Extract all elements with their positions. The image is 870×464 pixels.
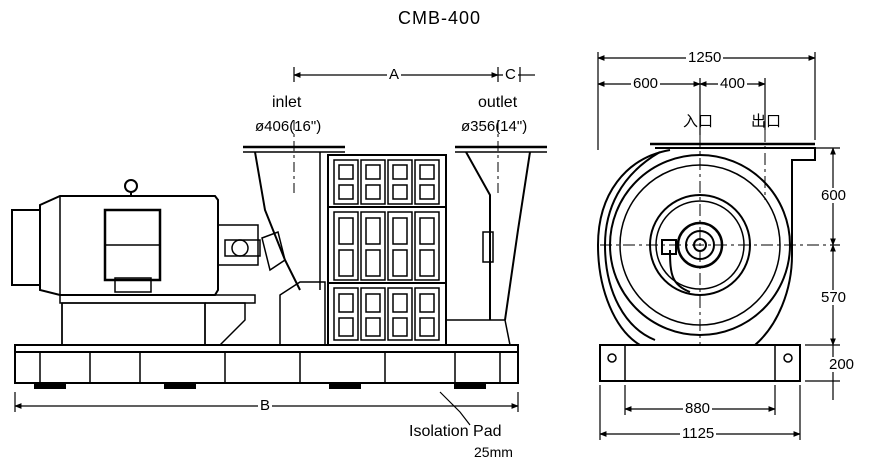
inlet-size-label: ø406(16") bbox=[255, 118, 322, 135]
height-upper-label: 600 bbox=[819, 187, 849, 204]
inlet-cn-label: 入口 bbox=[683, 113, 714, 130]
motor-end-cap bbox=[11, 209, 41, 286]
dim-b-label: B bbox=[258, 397, 273, 414]
width-outlet-label: 400 bbox=[718, 75, 748, 92]
outlet-label: outlet bbox=[478, 94, 518, 111]
drawing-title: CMB-400 bbox=[398, 8, 482, 28]
base-inner-label: 880 bbox=[683, 400, 713, 417]
isolation-pad-label: Isolation Pad bbox=[409, 423, 502, 440]
dim-a-label: A bbox=[387, 66, 402, 83]
fan-housing bbox=[327, 154, 447, 346]
height-lower-label: 570 bbox=[819, 289, 849, 306]
skid-base bbox=[14, 344, 519, 384]
motor-body bbox=[39, 195, 219, 296]
base-outer-label: 1125 bbox=[680, 425, 717, 442]
louver-grid bbox=[333, 159, 440, 341]
height-base-label: 200 bbox=[827, 356, 857, 373]
dim-c-label: C bbox=[503, 66, 518, 83]
inlet-label: inlet bbox=[272, 94, 302, 111]
pad-thickness-label: 25mm bbox=[474, 444, 513, 460]
outlet-size-label: ø356(14") bbox=[461, 118, 528, 135]
coupling-guard bbox=[217, 224, 259, 266]
outlet-cn-label: 出口 bbox=[751, 113, 782, 130]
front-view-drawing bbox=[596, 142, 816, 382]
lifting-eye bbox=[124, 179, 138, 193]
width-total-label: 1250 bbox=[686, 49, 724, 66]
width-inlet-label: 600 bbox=[631, 75, 661, 92]
